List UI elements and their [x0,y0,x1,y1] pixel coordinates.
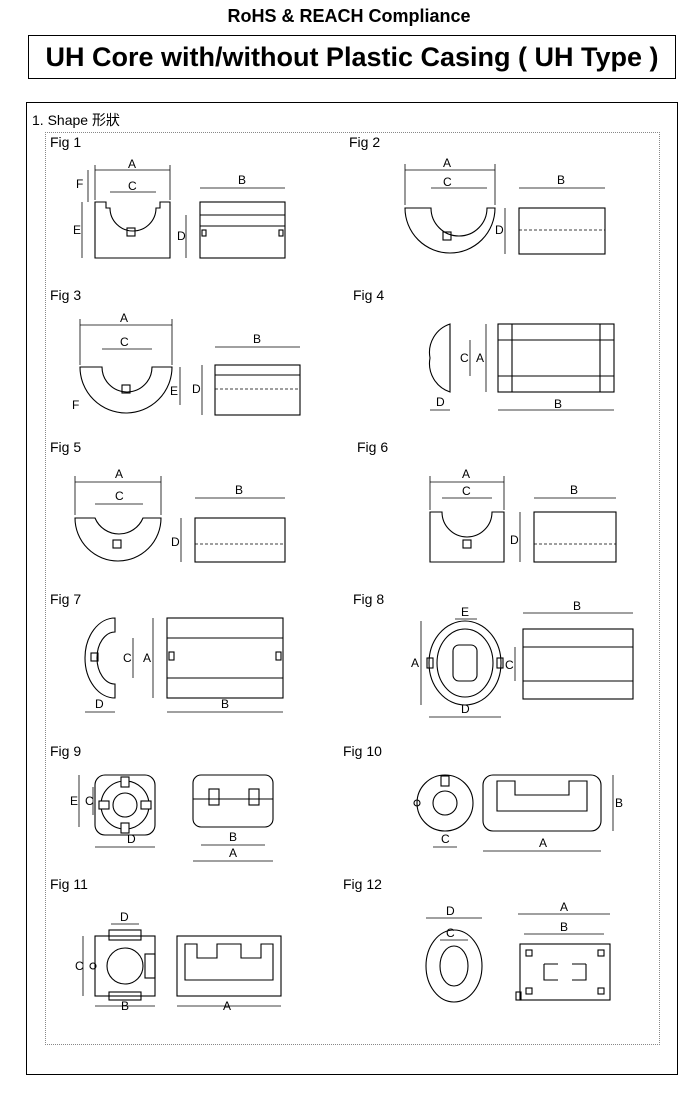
fig12-drawing: D C A B [425,900,611,1003]
fig10-dim-c: C [441,832,450,846]
fig1-dim-d: D [177,229,186,243]
fig2-dim-d: D [495,223,504,237]
fig1-dim-f: F [76,177,83,191]
fig12-dim-d: D [446,904,455,918]
fig3-dim-d: D [192,382,201,396]
product-title: UH Core with/without Plastic Casing ( UH… [28,35,676,79]
shape-section-frame [26,102,678,1075]
fig8-drawing: E A D B C [411,599,634,718]
fig1-dim-e: E [73,223,81,237]
fig4-dim-c: C [460,351,469,365]
fig7-dim-c: C [123,651,132,665]
fig11-dim-a: A [223,999,231,1013]
fig7-label: Fig 7 [50,591,82,607]
fig10-dim-a: A [539,836,547,850]
fig6-dim-c: C [462,484,471,498]
fig5-label: Fig 5 [50,439,82,455]
fig8-dim-c: C [505,658,514,672]
fig2-dim-a: A [443,156,451,170]
fig2-dim-c: C [443,175,452,189]
figures-frame [45,132,660,1045]
fig3-dim-f: F [72,398,79,412]
fig1-drawing: A C F E B D [73,157,286,259]
section-label: 1. Shape 形狀 [32,112,120,128]
compliance-heading: RoHS & REACH Compliance [227,6,471,26]
fig2-label: Fig 2 [349,134,381,150]
fig2-dim-b: B [557,173,565,187]
fig4-dim-b: B [554,397,562,411]
fig3-drawing: A C E F B D [72,311,301,416]
fig12-dim-a: A [560,900,568,914]
fig1-dim-a: A [128,157,136,171]
fig9-label: Fig 9 [50,743,82,759]
fig9-drawing: E C D B A [70,774,274,862]
fig2-drawing: A C B D [404,156,606,255]
fig5-drawing: A C B D [74,467,286,563]
fig9-dim-a: A [229,846,237,860]
fig6-dim-a: A [462,467,470,481]
fig8-dim-a: A [411,656,419,670]
fig6-dim-d: D [510,533,519,547]
fig10-drawing: C A B [413,774,623,852]
fig7-dim-d: D [95,697,104,711]
fig8-dim-b: B [573,599,581,613]
fig5-dim-c: C [115,489,124,503]
fig6-drawing: A C B D [429,467,617,563]
fig3-dim-a: A [120,311,128,325]
fig10-dim-b: B [615,796,623,810]
fig3-dim-e: E [170,384,178,398]
fig6-dim-b: B [570,483,578,497]
fig11-dim-c: C [75,959,84,973]
fig9-dim-d: D [127,832,136,846]
fig12-dim-b: B [560,920,568,934]
fig5-dim-d: D [171,535,180,549]
fig11-drawing: C D B A [75,910,282,1013]
fig1-label: Fig 1 [50,134,82,150]
fig6-label: Fig 6 [357,439,389,455]
fig9-dim-b: B [229,830,237,844]
fig8-dim-e: E [461,605,469,619]
fig11-dim-d: D [120,910,129,924]
fig7-dim-b: B [221,697,229,711]
fig3-dim-c: C [120,335,129,349]
fig8-dim-d: D [461,702,470,716]
fig11-label: Fig 11 [50,876,88,892]
fig10-label: Fig 10 [343,743,382,759]
fig4-dim-d: D [436,395,445,409]
fig4-dim-a: A [476,351,484,365]
fig9-dim-c: C [85,794,94,808]
fig9-dim-e: E [70,794,78,808]
fig8-label: Fig 8 [353,591,385,607]
fig3-dim-b: B [253,332,261,346]
fig3-label: Fig 3 [50,287,82,303]
fig5-dim-b: B [235,483,243,497]
fig4-label: Fig 4 [353,287,385,303]
fig12-label: Fig 12 [343,876,382,892]
fig5-dim-a: A [115,467,123,481]
fig1-dim-c: C [128,179,137,193]
fig12-dim-c: C [446,926,455,940]
fig7-drawing: C A D B [84,617,284,713]
fig11-dim-b: B [121,999,129,1013]
fig7-dim-a: A [143,651,151,665]
fig1-dim-b: B [238,173,246,187]
fig4-drawing: C A D B [428,323,615,411]
